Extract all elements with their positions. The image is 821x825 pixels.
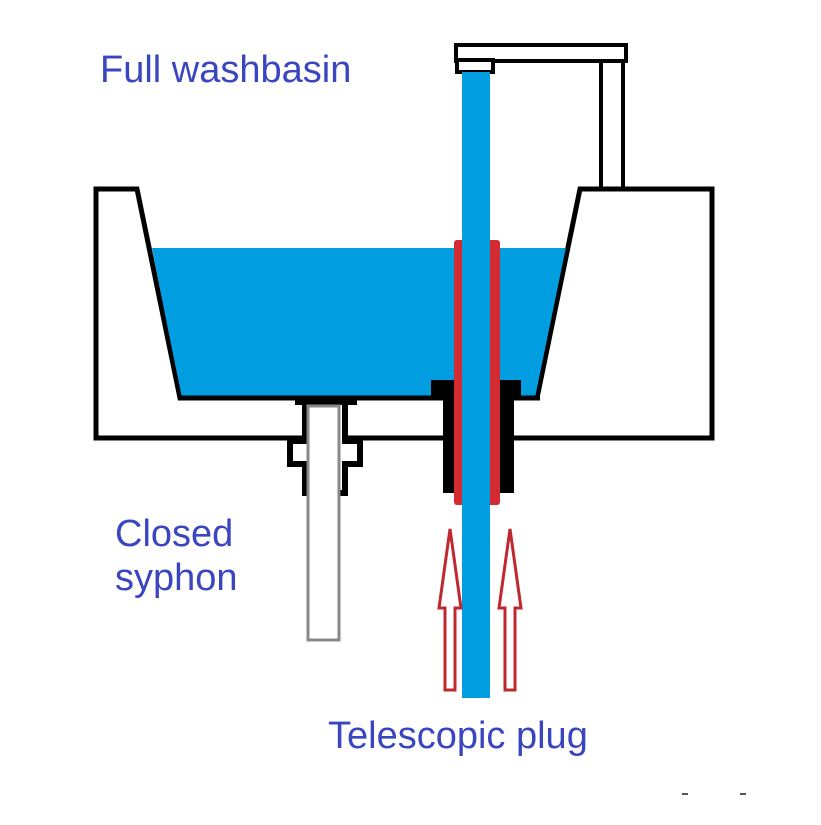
arrow-up-left-icon [437, 528, 463, 692]
telescopic-plug-label: Telescopic plug [328, 715, 588, 757]
faucet [454, 43, 628, 191]
water-stream [462, 72, 490, 698]
basin-water [152, 248, 566, 396]
closed-syphon-label: Closed syphon [115, 513, 238, 599]
syphon-drain [287, 399, 363, 642]
basin-inner-wall-right [535, 188, 582, 399]
syphon-flange [295, 399, 357, 405]
full-washbasin-label: Full washbasin [100, 49, 352, 91]
faucet-spout-arm [454, 43, 628, 63]
faucet-column [599, 59, 625, 191]
artifact-mark [740, 793, 746, 795]
arrow-up-right-icon [497, 528, 523, 692]
basin [93, 186, 715, 441]
faucet-nozzle [455, 58, 495, 74]
push-arrows [437, 528, 523, 692]
basin-inner-wall-left [135, 188, 182, 399]
artifact-mark [682, 793, 688, 795]
syphon-pipe [306, 404, 341, 642]
